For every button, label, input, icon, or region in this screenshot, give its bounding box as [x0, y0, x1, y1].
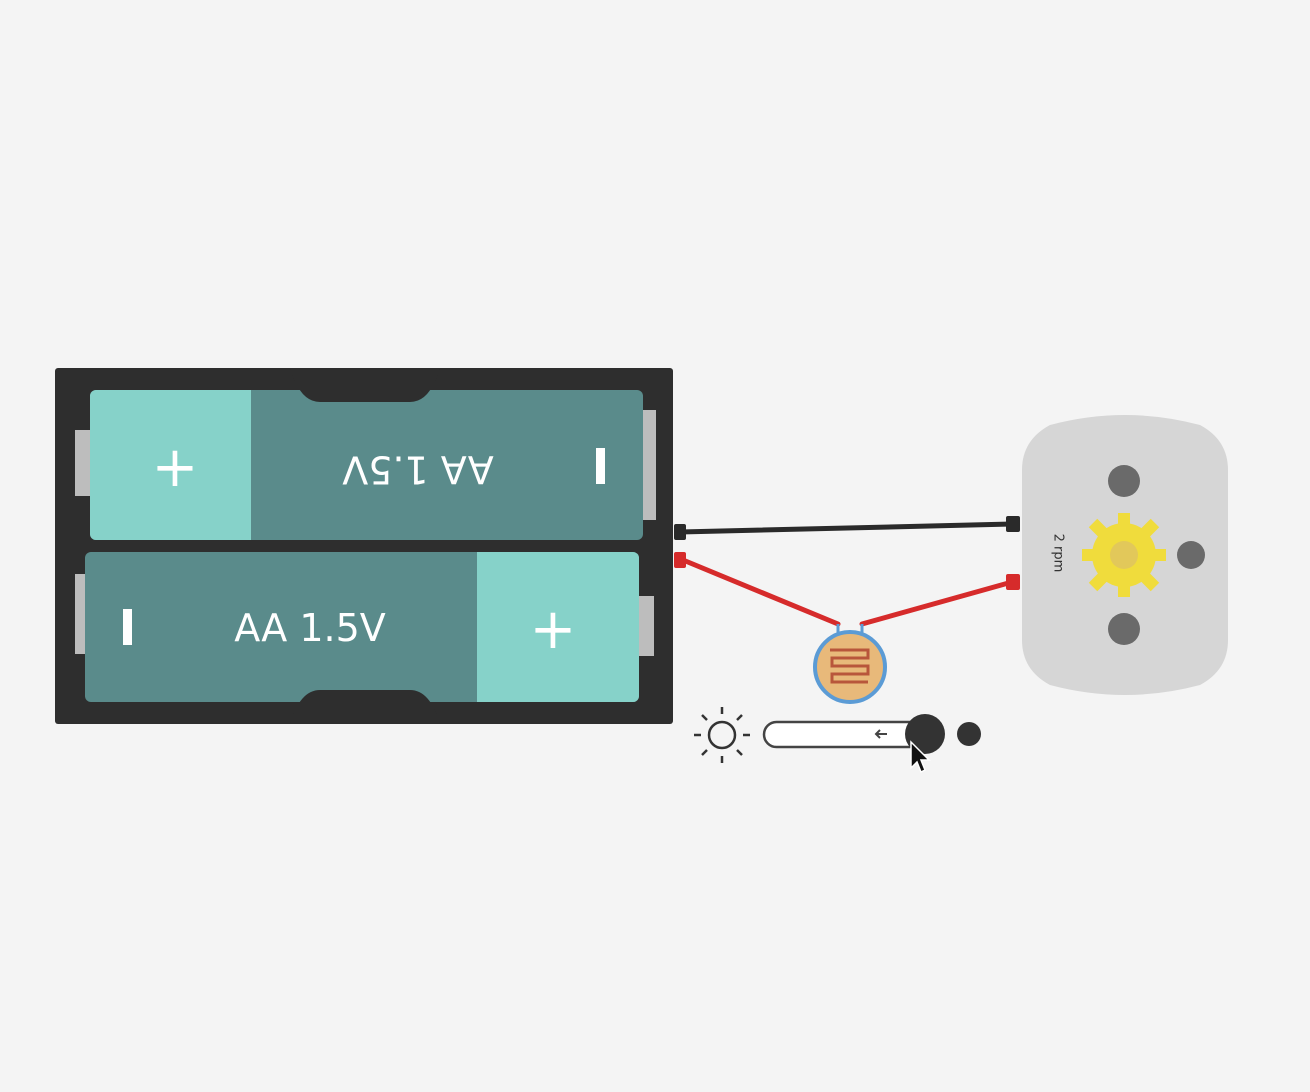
battery-cell-top[interactable]: + AA 1.5V: [90, 390, 643, 540]
wire-red-left[interactable]: [680, 557, 841, 627]
cell-top-positive-cap: [90, 390, 251, 540]
motor-terminal-black[interactable]: [1006, 516, 1020, 532]
contact-right-bottom: [636, 596, 654, 656]
cell-top-minus: [596, 448, 605, 484]
motor-hole-right: [1177, 541, 1205, 569]
pointer-cursor-icon: [910, 740, 931, 774]
sun-icon: [694, 707, 750, 763]
battery-terminal-positive[interactable]: [674, 552, 686, 568]
slider-arrow-icon: [874, 729, 887, 739]
battery-cell-bottom[interactable]: AA 1.5V +: [85, 552, 639, 702]
motor-terminal-red[interactable]: [1006, 574, 1020, 590]
motor-hole-bottom: [1108, 613, 1140, 645]
cell-bottom-positive-cap: [477, 552, 639, 702]
cell-bottom-plus: +: [530, 597, 577, 662]
cell-bottom-label: AA 1.5V: [234, 606, 386, 650]
wire-black[interactable]: [677, 521, 1015, 535]
wire-red-right[interactable]: [859, 579, 1015, 627]
gear-icon: [1082, 513, 1166, 597]
contact-left-top: [75, 430, 93, 496]
contact-right-top: [640, 410, 656, 520]
cell-top-label: AA 1.5V: [342, 448, 494, 492]
battery-terminal-negative[interactable]: [674, 524, 686, 540]
light-slider[interactable]: [694, 707, 981, 763]
photoresistor-trace: [830, 648, 870, 684]
dc-motor[interactable]: 2 rpm: [1022, 415, 1228, 695]
motor-speed-label: 2 rpm: [1051, 534, 1066, 573]
battery-holder[interactable]: + AA 1.5V AA 1.5V +: [55, 368, 673, 724]
motor-hole-top: [1108, 465, 1140, 497]
photoresistor[interactable]: [813, 624, 887, 704]
wires[interactable]: [674, 516, 1020, 627]
cell-top-plus: +: [152, 435, 199, 500]
cell-bottom-minus: [123, 609, 132, 645]
slider-thumb[interactable]: [905, 714, 945, 754]
dot-icon: [957, 722, 981, 746]
